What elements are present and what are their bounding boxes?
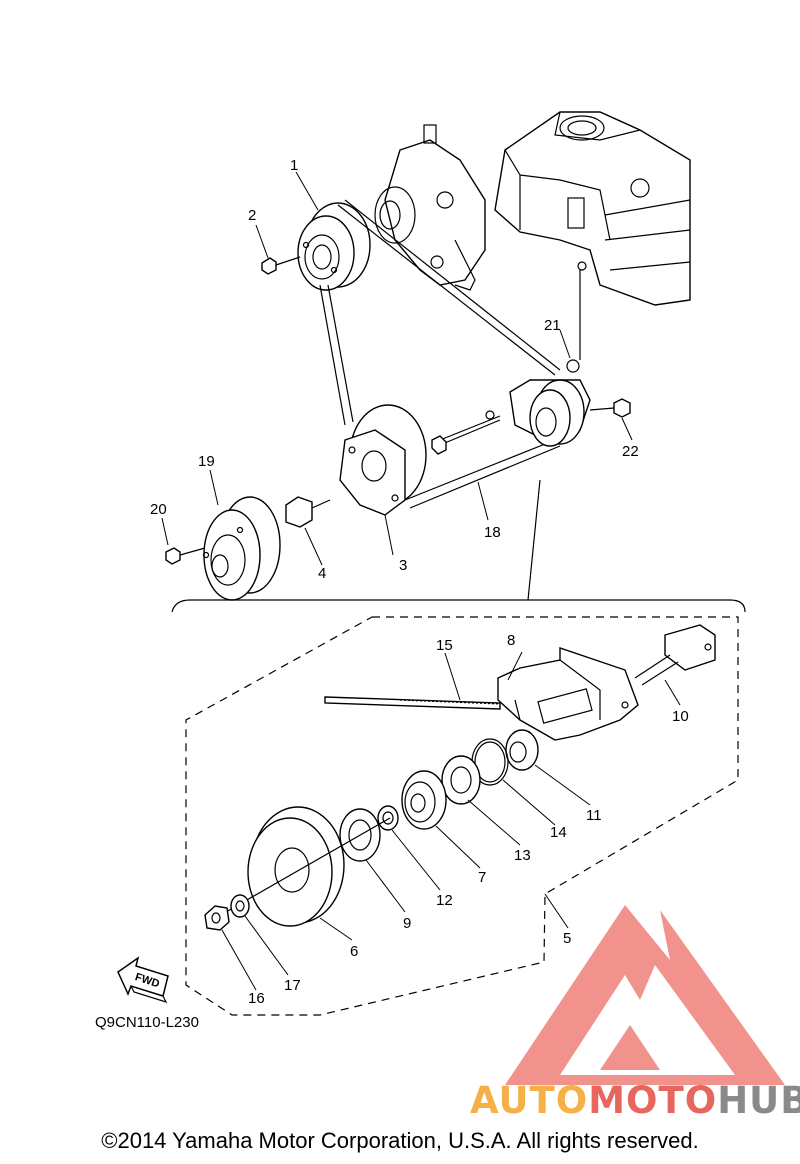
bolt-2	[261, 256, 301, 275]
callout-16: 16	[248, 990, 265, 1007]
callout-22: 22	[622, 443, 639, 460]
leader-lines	[161, 171, 681, 991]
callout-1: 1	[290, 157, 298, 174]
watermark-moto: MOTO	[588, 1079, 717, 1122]
exploded-parts	[204, 624, 716, 931]
callout-20: 20	[150, 501, 167, 518]
watermark-text: AUTOMOTOHUB	[470, 1079, 800, 1122]
callout-3: 3	[399, 557, 407, 574]
callout-7: 7	[478, 869, 486, 886]
bolt-22	[589, 398, 631, 418]
bolt-4	[285, 496, 331, 528]
lower-pulley	[339, 404, 427, 516]
callout-12: 12	[436, 892, 453, 909]
callout-9: 9	[403, 915, 411, 932]
pulley-19	[202, 496, 281, 601]
callout-11: 11	[586, 807, 602, 824]
bolt-20	[165, 547, 206, 565]
water-pump	[374, 124, 486, 291]
callout-2: 2	[248, 207, 256, 224]
callout-21: 21	[544, 317, 561, 334]
watermark-hub: HUB	[717, 1079, 800, 1122]
callout-15: 15	[436, 637, 453, 654]
copyright-notice: ©2014 Yamaha Motor Corporation, U.S.A. A…	[101, 1128, 699, 1153]
callout-18: 18	[484, 524, 501, 541]
callout-4: 4	[318, 565, 326, 582]
callout-19: 19	[198, 453, 215, 470]
callout-17: 17	[284, 977, 301, 994]
callout-13: 13	[514, 847, 531, 864]
callout-6: 6	[350, 943, 358, 960]
watermark-auto: AUTO	[470, 1079, 588, 1122]
callout-10: 10	[672, 708, 689, 725]
engine-block	[494, 111, 691, 306]
callout-8: 8	[507, 632, 515, 649]
callout-14: 14	[550, 824, 567, 841]
v-belt	[319, 199, 561, 509]
crank-pulley	[297, 202, 371, 291]
tensioner-upper	[431, 270, 591, 455]
automotohub-logo	[505, 905, 785, 1085]
diagram-code: Q9CN110-L230	[95, 1014, 199, 1031]
fwd-arrow-icon: FWD	[117, 956, 169, 1003]
callout-5: 5	[563, 930, 571, 947]
